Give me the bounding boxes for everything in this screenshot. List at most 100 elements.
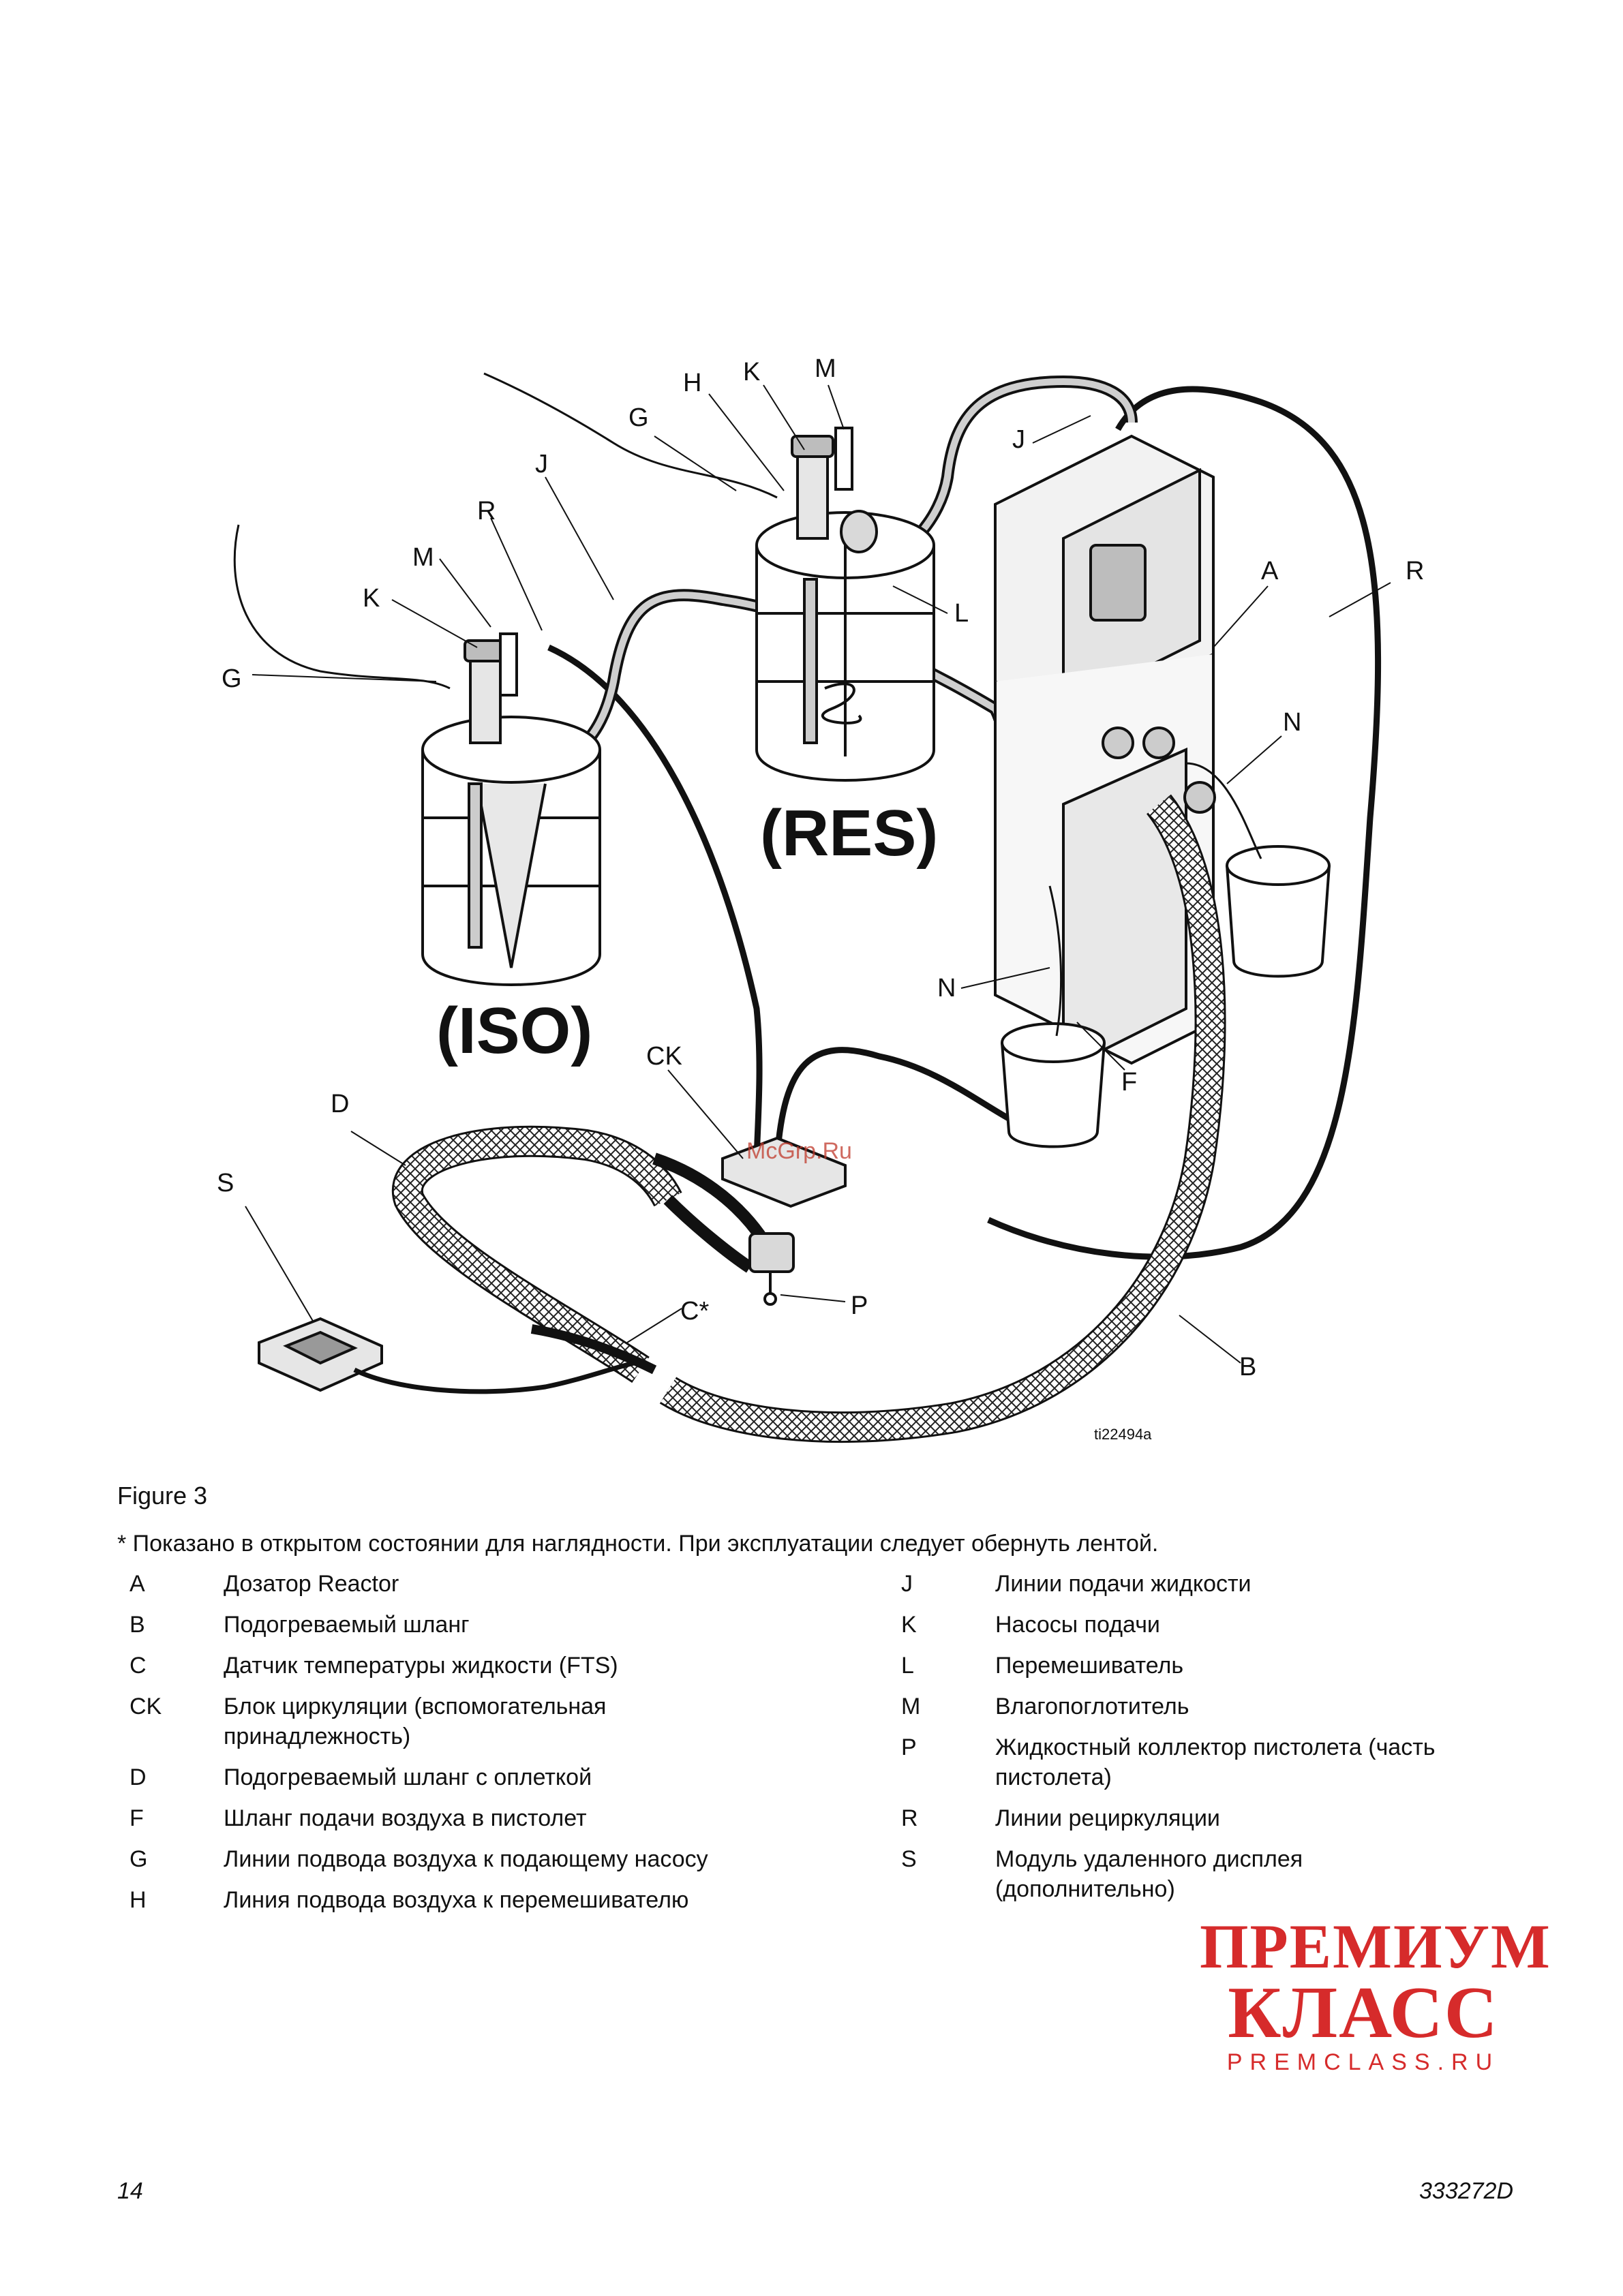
legend-desc: Влагопоглотитель: [995, 1694, 1189, 1719]
legend-desc: Дозатор Reactor: [224, 1571, 399, 1597]
legend-code: B: [130, 1612, 145, 1638]
callout-s: S: [217, 1169, 234, 1197]
air-line-n-left: [1048, 885, 1063, 1037]
legend-row: B Подогреваемый шланг: [130, 1610, 743, 1640]
callout-r-right: R: [1406, 557, 1424, 585]
callout-k-right: K: [743, 358, 760, 386]
legend-desc: Подогреваемый шланг: [224, 1612, 470, 1638]
legend-desc: Линия подвода воздуха к перемешивателю: [224, 1887, 689, 1913]
figure-note: * Показано в открытом состоянии для нагл…: [117, 1531, 1159, 1557]
gun-manifold: [748, 1232, 795, 1306]
whip-hose: [663, 1195, 753, 1273]
logo-line-1: ПРЕМИУМ: [1200, 1912, 1551, 1981]
legend-row: H Линия подвода воздуха к перемешивателю: [130, 1885, 743, 1915]
legend-row: P Жидкостный коллектор пистолета (часть п…: [901, 1732, 1515, 1792]
iso-drum: [421, 716, 601, 986]
callout-h: H: [683, 369, 701, 397]
legend-row: CK Блок циркуляции (вспомогательная прина…: [130, 1692, 743, 1751]
callout-j-left: J: [535, 450, 548, 478]
callout-f: F: [1121, 1068, 1137, 1097]
legend-row: J Линии подачи жидкости: [901, 1569, 1515, 1599]
legend-row: F Шланг подачи воздуха в пистолет: [130, 1803, 743, 1833]
legend-desc: Датчик температуры жидкости (FTS): [224, 1653, 618, 1679]
legend-code: R: [901, 1805, 918, 1831]
reactor-proportioner: [994, 434, 1216, 1065]
leader-lines: [245, 384, 1391, 1364]
heated-hose-b-braid: [661, 795, 1224, 1441]
callout-n-top: N: [1283, 708, 1301, 737]
legend-row: S Модуль удаленного дисплея (дополнительн…: [901, 1844, 1515, 1904]
legend-desc: Блок циркуляции (вспомогательная принадл…: [224, 1694, 607, 1749]
callout-d: D: [331, 1090, 349, 1118]
legend-code: S: [901, 1846, 917, 1872]
legend-code: J: [901, 1571, 913, 1597]
legend-desc: Жидкостный коллектор пистолета (часть пи…: [995, 1734, 1436, 1790]
system-diagram: G K M R J G H K M J L A R N N F CK D S C…: [217, 354, 1424, 1443]
illustration-id: ti22494a: [1094, 1426, 1152, 1443]
legend-desc: Линии рециркуляции: [995, 1805, 1220, 1831]
circulation-block: [721, 1136, 847, 1208]
legend-desc: Модуль удаленного дисплея (дополнительно…: [995, 1846, 1303, 1902]
heated-hose-d-braid: [393, 1127, 680, 1381]
legend-row: D Подогреваемый шланг с оплеткой: [130, 1762, 743, 1792]
legend-desc: Перемешиватель: [995, 1653, 1184, 1679]
recirculation-line-ck: [774, 1047, 1037, 1159]
logo-line-2: КЛАСС: [1228, 1972, 1499, 2053]
waste-bucket-left: [1001, 1022, 1106, 1148]
callout-m-left: M: [412, 543, 434, 572]
legend-code: K: [901, 1612, 917, 1638]
legend-desc: Линии подвода воздуха к подающему насосу: [224, 1846, 708, 1872]
whip-hose-2: [652, 1152, 769, 1244]
legend-row: R Линии рециркуляции: [901, 1803, 1515, 1833]
legend-row: C Датчик температуры жидкости (FTS): [130, 1651, 743, 1681]
air-line-g-right: [483, 372, 778, 499]
callout-l: L: [954, 599, 969, 628]
watermark: McGrp.Ru: [746, 1138, 852, 1164]
iso-feed-pump: [464, 632, 518, 744]
callout-n-bottom: N: [937, 974, 956, 1002]
res-tank-label: (RES): [760, 797, 938, 870]
legend-code: F: [130, 1805, 144, 1831]
callout-p: P: [851, 1291, 868, 1320]
callout-r-left: R: [477, 497, 496, 525]
legend-code: P: [901, 1734, 917, 1760]
remote-display-module: [258, 1317, 383, 1392]
recirculation-line-right: [987, 386, 1382, 1260]
waste-bucket-right: [1226, 845, 1331, 978]
legend-code: H: [130, 1887, 147, 1913]
legend-code: L: [901, 1653, 914, 1679]
callout-g-left: G: [222, 664, 242, 693]
legend-code: CK: [130, 1694, 162, 1719]
callout-c-star: C*: [680, 1297, 709, 1326]
premium-class-logo: ПРЕМИУМ КЛАСС PREMCLASS.RU: [1200, 1912, 1551, 2076]
legend-left: A Дозатор Reactor B Подогреваемый шланг C Д…: [130, 1569, 743, 1926]
legend-code: C: [130, 1653, 147, 1679]
legend-row: A Дозатор Reactor: [130, 1569, 743, 1599]
res-drum: [755, 511, 935, 782]
legend-code: A: [130, 1571, 145, 1597]
legend-desc: Линии подачи жидкости: [995, 1571, 1252, 1597]
page-number: 14: [117, 2178, 143, 2204]
display-cable: [353, 1360, 635, 1394]
callout-a: A: [1261, 557, 1279, 585]
legend-code: M: [901, 1694, 921, 1719]
legend-row: M Влагопоглотитель: [901, 1692, 1515, 1721]
callout-m-right: M: [815, 354, 836, 383]
legend-row: K Насосы подачи: [901, 1610, 1515, 1640]
legend-desc: Шланг подачи воздуха в пистолет: [224, 1805, 587, 1831]
document-number: 333272D: [1419, 2178, 1514, 2204]
legend-desc: Насосы подачи: [995, 1612, 1160, 1638]
callout-k-left: K: [363, 584, 380, 613]
logo-line-3: PREMCLASS.RU: [1226, 2049, 1500, 2075]
callout-b: B: [1239, 1353, 1256, 1381]
recirculation-line-left: [547, 644, 763, 1159]
legend-code: D: [130, 1764, 147, 1790]
legend-desc: Подогреваемый шланг с оплеткой: [224, 1764, 592, 1790]
legend-right: J Линии подачи жидкости K Насосы подачи L П…: [901, 1569, 1515, 1915]
callout-g-right: G: [628, 403, 649, 432]
callout-ck: CK: [646, 1042, 682, 1071]
fts-junction: [530, 1324, 657, 1375]
callout-j-right: J: [1012, 425, 1025, 454]
iso-tank-label: (ISO): [436, 994, 592, 1067]
